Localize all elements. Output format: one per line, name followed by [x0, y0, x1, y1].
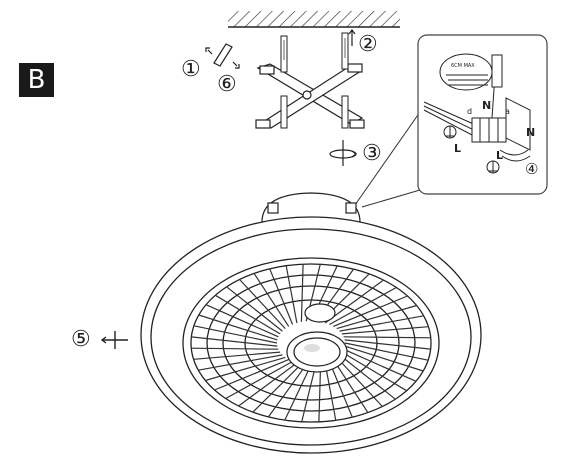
grill-spoke: [238, 362, 298, 407]
grill-spoke: [225, 360, 293, 400]
screw-arrows: [348, 29, 356, 46]
grill-spoke: [215, 294, 281, 335]
grill-spoke: [339, 354, 396, 400]
grill-spoke: [343, 348, 417, 382]
grill-spoke: [301, 364, 317, 422]
grill-spoke: [336, 304, 417, 330]
step-6-label: ⑥: [217, 72, 237, 97]
live-label-left: L: [454, 142, 462, 155]
grill-spoke: [328, 361, 353, 418]
center-light: [286, 303, 348, 373]
grill-spoke: [198, 354, 283, 371]
grill-spoke: [329, 286, 397, 326]
section-letter-badge: B: [19, 63, 54, 97]
grill-spoke: [267, 364, 307, 418]
grill-spoke: [344, 345, 424, 372]
grill-spoke: [339, 315, 424, 332]
step-5-label: ⑤: [71, 327, 91, 352]
strip-length-label: 6CM MAX: [451, 63, 475, 69]
grill-spoke: [239, 279, 286, 330]
grill-spoke: [269, 268, 294, 325]
live-label-bottom: L: [496, 149, 504, 162]
grill-spoke: [344, 342, 429, 361]
canopy: [261, 192, 361, 223]
grill-spoke: [226, 286, 283, 332]
grill-spoke: [214, 359, 289, 391]
wire-mark-d: d: [467, 107, 473, 116]
step-4-label: ④: [525, 160, 539, 178]
grill-spoke: [341, 326, 429, 335]
wiring-detail-panel: [417, 34, 548, 195]
neutral-label-right: N: [526, 126, 536, 139]
grill-spoke: [343, 336, 431, 339]
ceiling: [228, 11, 400, 28]
grill-spoke: [324, 362, 337, 421]
grill-spoke: [191, 336, 278, 347]
grill-spoke: [198, 314, 278, 341]
grill-spoke: [341, 351, 407, 392]
grill-spoke: [318, 364, 322, 422]
grill-spoke: [193, 351, 281, 360]
rotate-arrow-icon: [329, 140, 357, 166]
drill-bit-icon: [205, 43, 240, 69]
step-2-label: ②: [358, 32, 378, 57]
detail-callout-lines: [354, 111, 421, 208]
grill-spoke: [193, 325, 278, 344]
neutral-label-top: N: [482, 99, 492, 112]
step-3-label: ③: [362, 141, 382, 166]
grill-spoke: [252, 363, 302, 413]
grill-spoke: [336, 356, 383, 407]
step-1-label: ①: [181, 57, 201, 82]
grill-spoke: [253, 273, 290, 327]
grill-spoke: [333, 295, 408, 327]
grill-spoke: [285, 265, 298, 324]
screwdriver-cross-icon: [100, 331, 128, 349]
wire-mark-a: a: [505, 107, 510, 116]
anchor-screws: [280, 32, 349, 129]
grill-spoke: [205, 304, 279, 338]
grill-spoke: [300, 264, 304, 322]
grill-spoke: [344, 339, 431, 350]
grill-spoke: [205, 356, 286, 382]
grill-spoke: [332, 359, 369, 413]
grill-spoke: [284, 364, 312, 421]
grill-spoke: [191, 347, 279, 350]
